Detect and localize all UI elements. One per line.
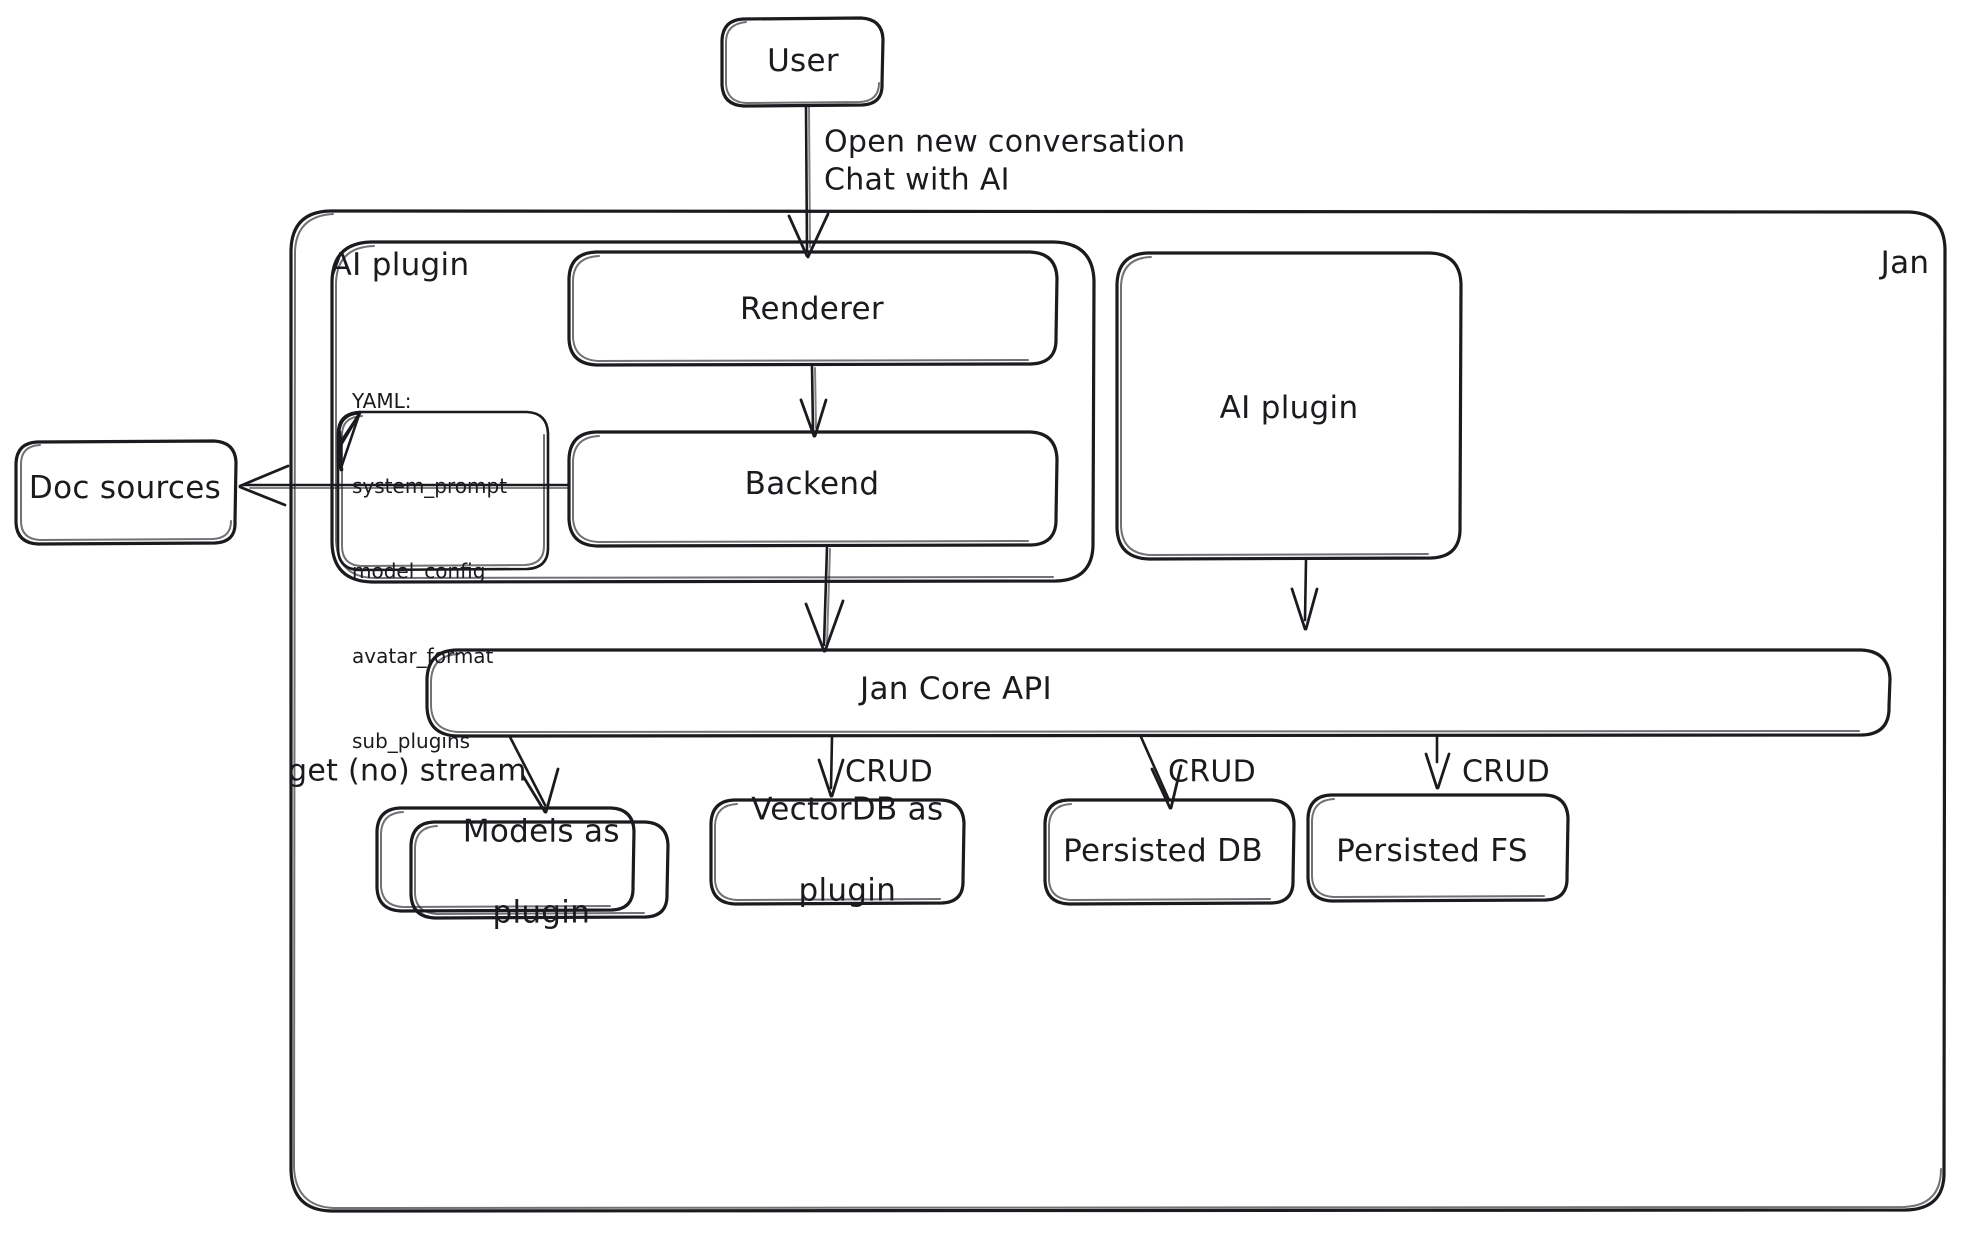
yaml-key-system-prompt: system_prompt bbox=[352, 473, 508, 498]
renderer-box-shape[interactable] bbox=[567, 250, 1059, 367]
yaml-key-sub-plugins: sub_plugins bbox=[352, 729, 471, 754]
jan-core-api-box-shape[interactable] bbox=[425, 648, 1892, 738]
edge-core-api-to-vectordb bbox=[817, 735, 845, 798]
yaml-key-model-config: model_config bbox=[352, 559, 486, 584]
vectordb-plugin-box-shape[interactable] bbox=[709, 798, 966, 906]
persisted-db-node[interactable] bbox=[1045, 800, 1294, 904]
edge-user-to-renderer bbox=[787, 104, 830, 259]
jan-container-shape[interactable] bbox=[289, 209, 1947, 1213]
models-plugin-outer-box-shape[interactable] bbox=[375, 806, 636, 913]
ai-plugin-group-shape[interactable] bbox=[330, 240, 1096, 584]
edge-ai-plugin-to-core-api bbox=[1290, 558, 1319, 631]
doc-sources-node[interactable] bbox=[16, 441, 236, 544]
yaml-config-node[interactable] bbox=[338, 412, 548, 570]
models-plugin-inner-box-shape[interactable] bbox=[409, 820, 670, 920]
backend-node[interactable] bbox=[569, 432, 1057, 546]
edge-renderer-to-backend bbox=[799, 364, 828, 438]
yaml-config-text: YAML: system_prompt model_config avatar_… bbox=[352, 330, 507, 813]
edge-backend-to-doc-sources bbox=[238, 464, 571, 507]
edge-core-api-to-models bbox=[508, 735, 560, 814]
persisted-fs-node[interactable] bbox=[1308, 795, 1568, 901]
persisted-fs-box-shape[interactable] bbox=[1306, 793, 1570, 903]
edge-backend-to-core-api bbox=[804, 545, 845, 653]
user-box-shape[interactable] bbox=[720, 16, 885, 108]
yaml-key-avatar-format: avatar_format bbox=[352, 644, 494, 669]
ai-plugin-panel-shape[interactable] bbox=[1115, 251, 1463, 561]
user-node[interactable] bbox=[722, 18, 883, 106]
doc-sources-box-shape[interactable] bbox=[14, 439, 238, 546]
ai-plugin-panel-node[interactable] bbox=[1117, 253, 1461, 559]
yaml-config-box-shape[interactable] bbox=[336, 410, 550, 572]
renderer-node[interactable] bbox=[569, 252, 1057, 365]
backend-box-shape[interactable] bbox=[567, 430, 1059, 548]
models-plugin-node[interactable] bbox=[377, 808, 668, 918]
persisted-db-box-shape[interactable] bbox=[1043, 798, 1296, 906]
vectordb-plugin-node[interactable] bbox=[711, 800, 964, 904]
yaml-header: YAML: bbox=[352, 388, 412, 413]
jan-core-api-node[interactable] bbox=[427, 650, 1890, 736]
edge-core-api-to-persisted-db bbox=[1139, 735, 1183, 810]
edge-core-api-to-persisted-fs bbox=[1424, 735, 1451, 790]
